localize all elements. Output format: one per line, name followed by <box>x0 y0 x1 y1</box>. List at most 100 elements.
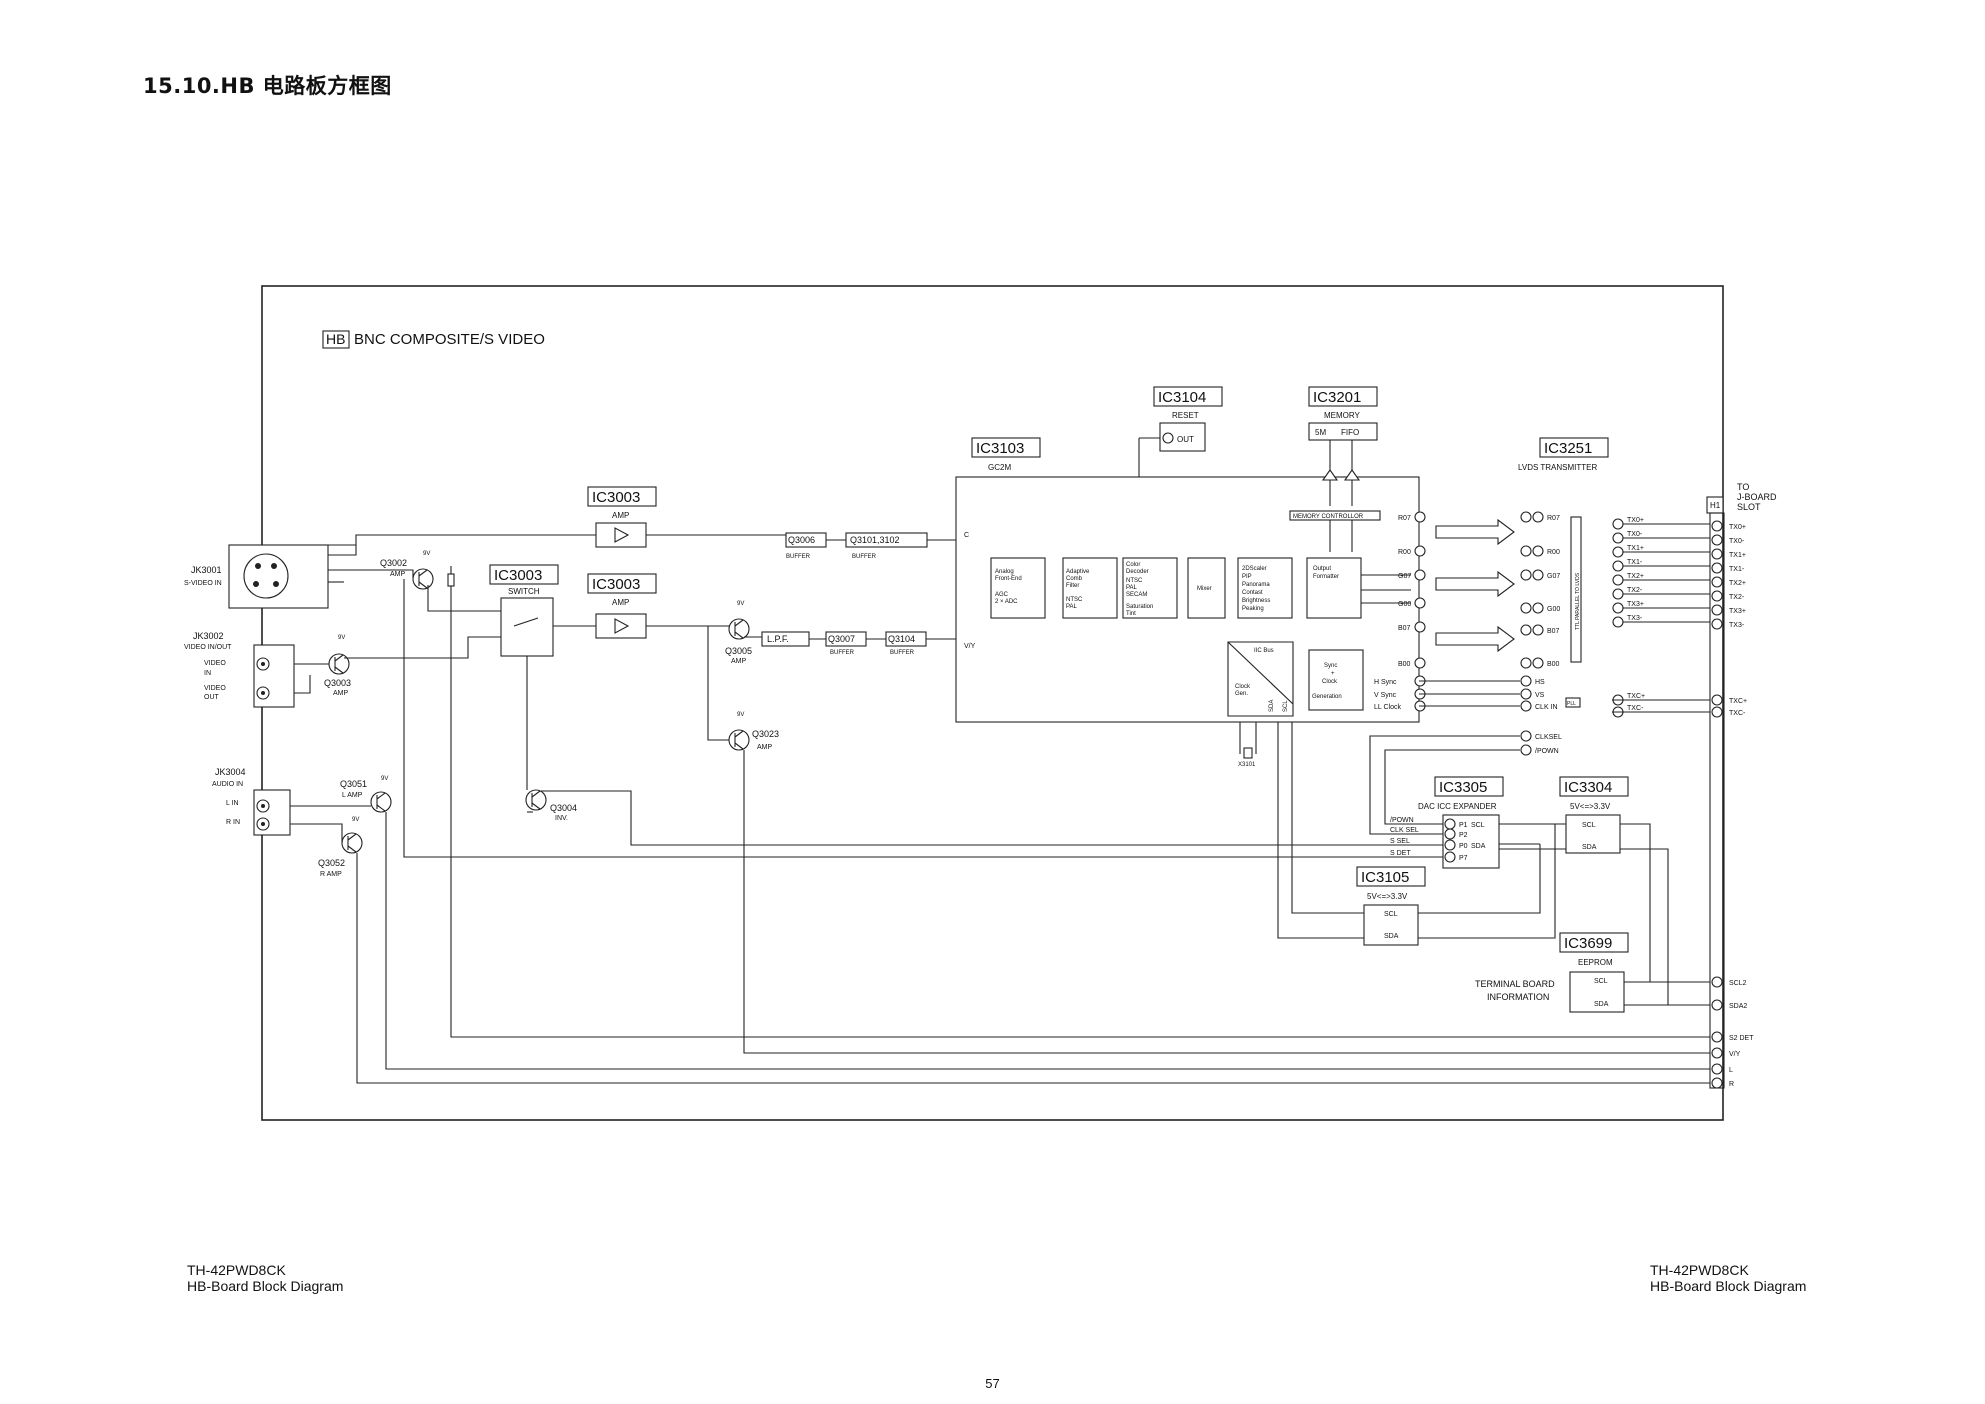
lvds-input-pin <box>1520 657 1532 669</box>
jk3002-video-in2: IN <box>204 670 211 677</box>
lvds-output-pin <box>1612 602 1624 614</box>
gc2m-pin-g07: G07 <box>1398 573 1411 580</box>
ic3304-ref: IC3304 <box>1564 779 1612 796</box>
h1-ref: H1 <box>1710 501 1721 510</box>
h1-signal-label: TX2- <box>1729 594 1745 601</box>
expander-left-label: S SEL <box>1390 838 1410 845</box>
gc2m-fmt-1: Output <box>1313 566 1331 572</box>
ic3104-label-box <box>1153 386 1223 407</box>
q3104-buffer: BUFFER <box>890 650 915 656</box>
expander-sda: SDA <box>1471 843 1486 850</box>
h1-signal-label: R <box>1729 1081 1734 1088</box>
ic3699 <box>1569 971 1625 1013</box>
ic3003-amp-top-label-box <box>587 486 657 507</box>
q3004-role: INV. <box>555 815 568 822</box>
h1-pin <box>1711 1031 1723 1043</box>
gc2m-comb-4: NTSC <box>1066 597 1083 603</box>
lvds-output-label: TX1- <box>1627 559 1643 566</box>
footer-right-caption: HB-Board Block Diagram <box>1650 1278 1807 1294</box>
q3104-ref: Q3104 <box>888 634 915 644</box>
gc2m-xtal: X3101 <box>1238 762 1256 768</box>
ic3105-ref: IC3105 <box>1361 869 1409 886</box>
gc2m-pin-b00: B00 <box>1398 661 1411 668</box>
q3004-transistor <box>525 789 547 813</box>
ic3003-amp-bot-role: AMP <box>612 598 629 607</box>
gc2m-afe-1: Analog <box>995 569 1014 575</box>
expander-pin <box>1444 851 1456 863</box>
jk3004-r-in: R IN <box>226 819 240 826</box>
h1-signal-label: TXC+ <box>1729 698 1747 705</box>
gc2m-input-c: C <box>964 532 969 539</box>
lvds-side-label: /POWN <box>1535 748 1559 755</box>
q3003-role: AMP <box>333 690 349 697</box>
footer-right-model: TH-42PWD8CK <box>1650 1262 1749 1278</box>
q3052-role: R AMP <box>320 871 342 878</box>
lvds-input-b00: B00 <box>1547 661 1560 668</box>
ic3201-inner-b: FIFO <box>1341 428 1359 437</box>
gc2m-pin-marker <box>1414 657 1426 669</box>
lvds-output-pin <box>1612 588 1624 600</box>
lvds-side-label: VS <box>1535 692 1545 699</box>
jk3002-name: VIDEO IN/OUT <box>184 644 232 651</box>
ic3251-role: LVDS TRANSMITTER <box>1518 463 1597 472</box>
gc2m-memory-controller <box>1289 510 1381 521</box>
ic3201-role: MEMORY <box>1324 411 1361 420</box>
ic3305-role: DAC ICC EXPANDER <box>1418 802 1497 811</box>
gc2m-sync-out: LL Clock <box>1374 704 1401 711</box>
lvds-side-label: CLKSEL <box>1535 734 1562 741</box>
h1-pin <box>1711 576 1723 588</box>
expander-pin <box>1444 818 1456 830</box>
ic3304-scl: SCL <box>1582 822 1596 829</box>
gc2m-pin-r07: R07 <box>1398 515 1411 522</box>
footer-left: TH-42PWD8CK HB-Board Block Diagram <box>187 1262 343 1294</box>
gc2m-mixer-block <box>1187 557 1226 619</box>
gc2m-sync-block <box>1308 649 1364 711</box>
lvds-input-g07: G07 <box>1547 573 1560 580</box>
lvds-input-pin <box>1520 545 1532 557</box>
h1-pin <box>1711 604 1723 616</box>
gc2m-sync-out: H Sync <box>1374 679 1397 686</box>
gc2m-clock-2: Gen. <box>1235 691 1248 697</box>
ic3201 <box>1308 422 1378 441</box>
lvds-pll: PLL <box>1567 701 1576 707</box>
h1-pin <box>1711 534 1723 546</box>
gc2m-afe-3: AGC <box>995 592 1009 598</box>
h1-signal-label: TX1+ <box>1729 552 1746 559</box>
lvds-input-pin <box>1520 602 1532 614</box>
q3023-supply: 9V <box>737 712 744 718</box>
expander-port-label: P0 <box>1459 843 1468 850</box>
lvds-output-label: TX0+ <box>1627 517 1644 524</box>
gc2m-pin-r00: R00 <box>1398 549 1411 556</box>
jk3001-ref: JK3001 <box>191 565 222 575</box>
ic3003-switch <box>500 597 554 657</box>
lvds-input-pin <box>1532 657 1544 669</box>
h1-pin <box>1711 1063 1723 1075</box>
h1-dest-1: TO <box>1737 482 1749 492</box>
h1-dest-3: SLOT <box>1737 502 1761 512</box>
ic3103-role: GC2M <box>988 463 1011 472</box>
expander-left-label: CLK SEL <box>1390 827 1419 834</box>
gc2m-input-vy: V/Y <box>964 643 976 650</box>
jk3002-ref: JK3002 <box>193 631 224 641</box>
gc2m-sync-out: V Sync <box>1374 692 1397 699</box>
h1-pin <box>1711 694 1723 706</box>
q3052-supply: 9V <box>352 817 359 823</box>
lvds-vertical-label: TTL PARALLEL TO LVDS <box>1575 572 1581 630</box>
gc2m-comb-1: Adaptive <box>1066 569 1090 575</box>
q3006-buffer: BUFFER <box>786 554 811 560</box>
q3051-transistor <box>370 791 392 813</box>
h1-signal-label: L <box>1729 1067 1733 1074</box>
gc2m-memctl: MEMORY CONTROLLOR <box>1293 514 1364 520</box>
gc2m-formatter-block <box>1306 557 1362 619</box>
lvds-parallel-bar <box>1570 516 1582 663</box>
gc2m-sync-3: Clock <box>1322 679 1338 685</box>
h1-signal-label: TX0+ <box>1729 524 1746 531</box>
gc2m-dec-6: Saturation <box>1126 604 1153 610</box>
lvds-side-pin <box>1520 744 1532 756</box>
ic3304-role: 5V<=>3.3V <box>1570 802 1611 811</box>
q3003-ref: Q3003 <box>324 678 351 688</box>
q3003-transistor <box>328 653 350 675</box>
lvds-output-label: TXC- <box>1627 705 1644 712</box>
lvds-input-pin <box>1532 624 1544 636</box>
